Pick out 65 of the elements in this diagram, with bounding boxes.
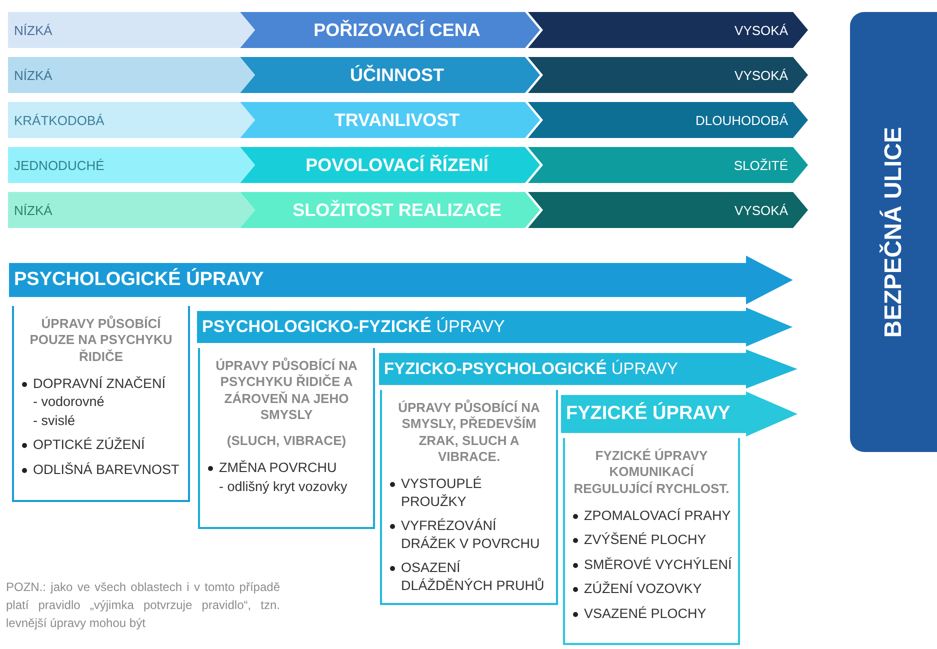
scale-label: SLOŽITÉ [734, 156, 789, 174]
bullet-item: ODLIŠNÁ BAREVNOST [20, 460, 182, 478]
bullet-item: ZÚŽENÍ VOZOVKY [571, 580, 732, 598]
scale-label: NÍZKÁ [13, 66, 52, 84]
scale-label: VYSOKÁ [734, 22, 789, 40]
criterion-label: ÚČINNOST [349, 64, 444, 86]
bullet-item: ZVÝŠENÉ PLOCHY [571, 531, 732, 549]
arrow-band [196, 306, 795, 348]
scale-segment [8, 12, 255, 48]
bullet-item: OSAZENÍ DLÁŽDĚNÝCH PRUHŮ [388, 559, 550, 594]
bullet-item: OPTICKÉ ZÚŽENÍ [20, 436, 182, 454]
side-title: BEZPEČNÁ ULICE [880, 126, 908, 338]
scale-segment [8, 147, 255, 183]
scale-segment [8, 57, 255, 93]
criterion-label: POŘIZOVACÍ CENA [312, 18, 480, 42]
note-text: POZN.: jako ve všech oblastech i v tomto případě platí pravidlo „výjimka potvrzuje pravidlo“, tzn. levnější úpravy mohou být [6, 579, 280, 632]
arrow-band [8, 254, 795, 306]
description-panel [12, 306, 190, 502]
criterion-banner [240, 102, 540, 138]
scale-label: NÍZKÁ [13, 202, 52, 220]
criterion-banner [240, 57, 540, 93]
bullet-item: ZPOMALOVACÍ PRAHY [571, 506, 732, 524]
criterion-banner [240, 147, 540, 183]
description-text: (SLUCH, VIBRACE) [226, 433, 348, 450]
sub-item: - svislé [32, 412, 76, 430]
bullet-item: SMĚROVÉ VYCHÝLENÍ [571, 556, 732, 574]
bullet-item: DOPRAVNÍ ZNAČENÍ [20, 374, 182, 392]
bullet-item: ZMĚNA POVRCHU [206, 459, 367, 477]
description-text: ÚPRAVY PŮSOBÍCÍ NA SMYSLY, PŘEDEVŠÍM ZRAK, SLUCH A VIBRACE. [397, 400, 541, 465]
scale-segment [8, 102, 255, 138]
scale-label: VYSOKÁ [734, 202, 789, 220]
criterion-banner [240, 192, 540, 228]
description-text: ÚPRAVY PŮSOBÍCÍ POUZE NA PSYCHYKU ŘIDIČE [28, 316, 174, 365]
scale-segment [528, 102, 808, 138]
description-panel [563, 438, 740, 645]
scale-label: VYSOKÁ [734, 66, 789, 84]
criterion-label: TRVANLIVOST [333, 108, 460, 132]
scale-segment [528, 147, 808, 183]
sub-item: - vodorovné [32, 393, 106, 411]
band-heading: FYZICKÉ ÚPRAVY [566, 401, 730, 426]
scale-segment [528, 57, 808, 93]
description-text: FYZICKÉ ÚPRAVY KOMUNIKACÍ REGULUJÍCÍ RYCHLOST. [572, 448, 730, 497]
sub-item: - odlišný kryt vozovky [218, 478, 348, 496]
scale-segment [528, 12, 808, 48]
scale-segment [8, 192, 255, 228]
band-heading: PSYCHOLOGICKO-FYZICKÉ ÚPRAVY [202, 316, 505, 338]
criterion-label: SLOŽITOST REALIZACE [292, 198, 502, 222]
scale-segment [528, 192, 808, 228]
arrow-band [560, 390, 800, 438]
side-panel [850, 12, 937, 452]
bullet-item: VYSTOUPLÉ PROUŽKY [388, 475, 550, 510]
scale-label: JEDNODUCHÉ [13, 156, 104, 174]
description-panel [198, 348, 375, 529]
description-panel [380, 390, 558, 605]
scale-label: KRÁTKODOBÁ [13, 112, 104, 130]
band-heading: FYZICKO-PSYCHOLOGICKÉ ÚPRAVY [384, 358, 678, 380]
criterion-banner [240, 12, 540, 48]
criterion-label: POVOLOVACÍ ŘÍZENÍ [304, 154, 488, 176]
bullet-item: VYFRÉZOVÁNÍ DRÁŽEK V POVRCHU [388, 517, 550, 552]
bullet-item: VSAZENÉ PLOCHY [571, 604, 732, 622]
arrow-band [378, 348, 800, 390]
description-text: ÚPRAVY PŮSOBÍCÍ NA PSYCHYKU ŘIDIČE A ZÁROVEŇ NA JEHO SMYSLY [214, 358, 358, 423]
scale-label: NÍZKÁ [13, 22, 52, 40]
scale-label: DLOUHODOBÁ [696, 112, 789, 130]
band-heading: PSYCHOLOGICKÉ ÚPRAVY [14, 267, 264, 292]
